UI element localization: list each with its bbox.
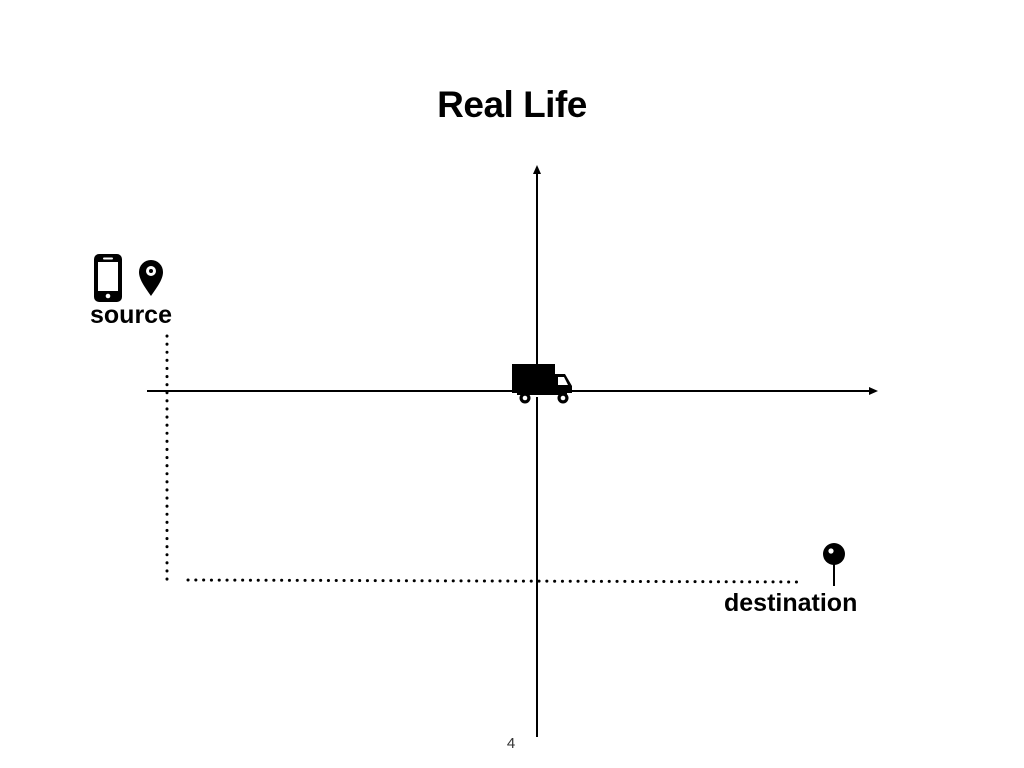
truck-icon bbox=[512, 364, 572, 404]
dotted-path-horizontal bbox=[186, 578, 804, 584]
destination-label: destination bbox=[724, 589, 858, 617]
y-axis-arrowhead bbox=[533, 165, 541, 174]
x-axis-arrowhead bbox=[869, 387, 878, 395]
map-pin-icon bbox=[139, 260, 163, 296]
slide-title: Real Life bbox=[437, 84, 587, 125]
smartphone-icon bbox=[94, 254, 122, 302]
page-number: 4 bbox=[506, 735, 516, 752]
pushpin-icon bbox=[823, 543, 845, 586]
source-label: source bbox=[90, 301, 172, 329]
